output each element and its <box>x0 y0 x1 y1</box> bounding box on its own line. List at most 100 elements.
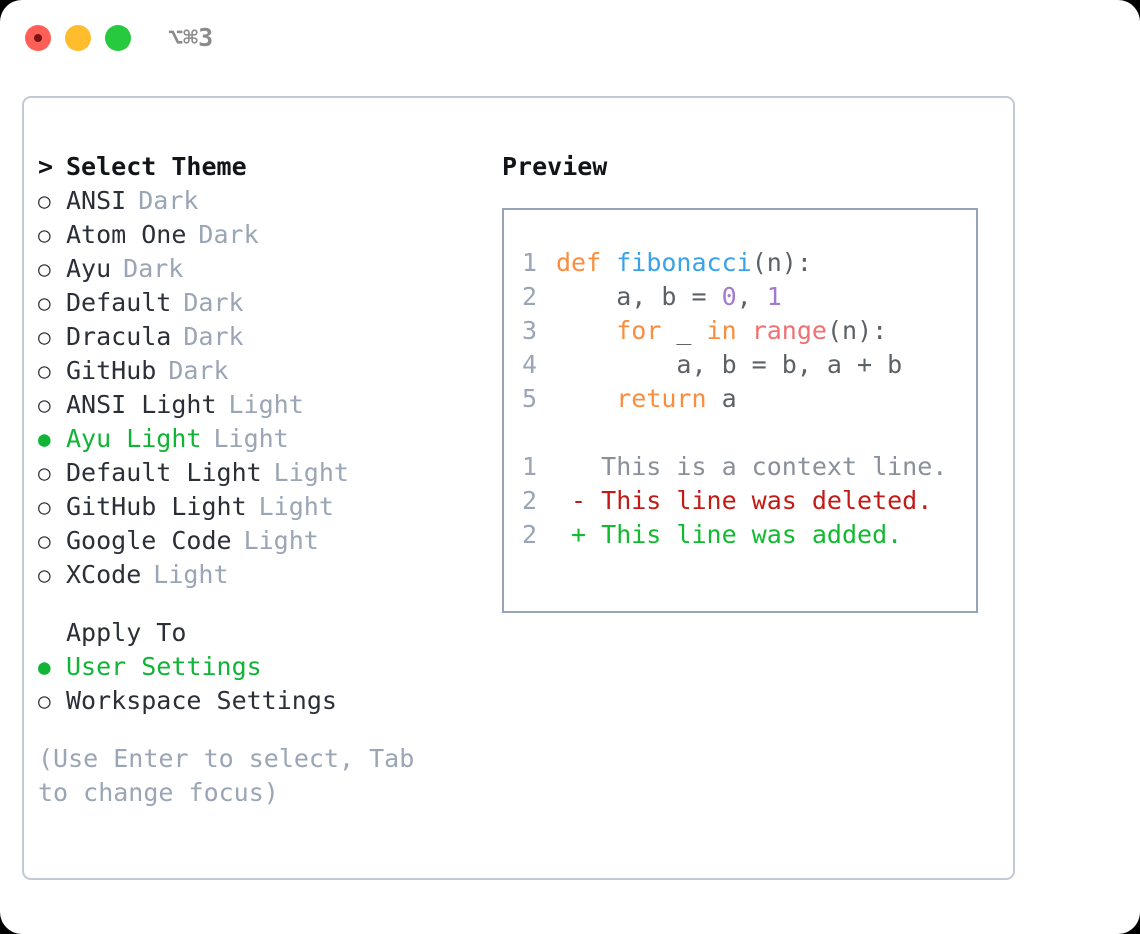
line-number: 2 <box>522 486 538 515</box>
code-token: fibonacci <box>616 248 752 277</box>
radio-unselected-icon: ○ <box>38 223 51 247</box>
select-theme-heading-label: Select Theme <box>66 152 247 181</box>
diff-line-content: - This line was deleted. <box>556 486 933 515</box>
theme-name-label: ANSI Light <box>66 390 217 419</box>
code-token <box>737 316 752 345</box>
diff-line: 1 This is a context line. <box>522 450 976 484</box>
theme-name-label: GitHub <box>66 356 157 385</box>
close-button-icon[interactable] <box>25 25 51 51</box>
apply-to-heading: Apply To <box>38 616 478 650</box>
line-number: 5 <box>522 384 538 413</box>
apply-to-option-label: User Settings <box>66 652 262 681</box>
code-line: 4 a, b = b, a + b <box>522 348 976 382</box>
code-line: 5 return a <box>522 382 976 416</box>
diff-line: 2 - This line was deleted. <box>522 484 976 518</box>
theme-variant-badge: Dark <box>123 254 184 283</box>
radio-unselected-icon: ○ <box>38 325 51 349</box>
radio-unselected-icon: ○ <box>38 291 51 315</box>
theme-list-item[interactable]: ○ ANSI Light Light <box>38 388 478 422</box>
theme-name-label: Default <box>66 288 172 317</box>
radio-unselected-icon: ○ <box>38 563 51 587</box>
code-token: def <box>556 248 617 277</box>
window-controls <box>25 25 131 51</box>
code-token: for <box>616 316 662 345</box>
diff-line-content: This is a context line. <box>556 452 948 481</box>
focus-caret-icon: > <box>38 152 54 181</box>
theme-name-label: Google Code <box>66 526 232 555</box>
theme-variant-badge: Light <box>243 526 319 555</box>
code-token: a <box>706 384 737 413</box>
radio-unselected-icon: ○ <box>38 257 51 281</box>
theme-list-item[interactable]: ○ Default Dark <box>38 286 478 320</box>
theme-name-label: Ayu <box>66 254 112 283</box>
select-theme-heading: > Select Theme <box>38 150 478 184</box>
hint-spacer <box>38 718 478 742</box>
apply-to-list-item[interactable]: ○ Workspace Settings <box>38 684 478 718</box>
code-token: (n): <box>826 316 888 345</box>
code-token: 0 <box>721 282 737 311</box>
theme-name-label: Ayu Light <box>66 424 202 453</box>
zoom-button-icon[interactable] <box>105 25 131 51</box>
theme-variant-badge: Dark <box>183 322 244 351</box>
apply-to-list: ●User Settings ○ Workspace Settings <box>38 650 478 718</box>
code-token: , <box>736 282 767 311</box>
apply-to-heading-label: Apply To <box>66 618 187 647</box>
theme-variant-badge: Light <box>258 492 334 521</box>
code-line-content: return a <box>556 382 737 416</box>
diff-line-content: + This line was added. <box>556 520 903 549</box>
code-diff-separator <box>522 416 976 450</box>
radio-unselected-icon: ○ <box>38 359 51 383</box>
theme-name-label: Atom One <box>66 220 187 249</box>
radio-unselected-icon: ○ <box>38 393 51 417</box>
radio-unselected-icon: ○ <box>38 461 51 485</box>
code-token <box>556 316 616 345</box>
theme-list-item[interactable]: ○ Default Light Light <box>38 456 478 490</box>
radio-unselected-icon: ○ <box>38 529 51 553</box>
code-line-content: a, b = b, a + b <box>556 348 902 382</box>
diff-line: 2 + This line was added. <box>522 518 976 552</box>
keyboard-hint-text: (Use Enter to select, Tab to change focu… <box>38 744 430 807</box>
theme-list-item[interactable]: ○ Ayu Dark <box>38 252 478 286</box>
section-spacer <box>38 592 478 616</box>
theme-list-item[interactable]: ○ Dracula Dark <box>38 320 478 354</box>
radio-selected-icon: ● <box>38 427 51 451</box>
code-token: (n): <box>751 248 812 277</box>
radio-unselected-icon: ○ <box>38 689 51 713</box>
apply-to-option-label: Workspace Settings <box>66 686 337 715</box>
code-token: _ <box>661 316 707 345</box>
theme-variant-badge: Light <box>273 458 349 487</box>
theme-list-item[interactable]: ○ Atom One Dark <box>38 218 478 252</box>
minimize-button-icon[interactable] <box>65 25 91 51</box>
theme-list-item[interactable]: ○ Google Code Light <box>38 524 478 558</box>
theme-name-label: Default Light <box>66 458 262 487</box>
code-token: a, b = <box>556 282 722 311</box>
code-line-content: a, b = 0, 1 <box>556 280 782 314</box>
line-number: 3 <box>522 316 538 345</box>
radio-unselected-icon: ○ <box>38 495 51 519</box>
line-number: 1 <box>522 452 538 481</box>
radio-unselected-icon: ○ <box>38 189 51 213</box>
diff-sample: 1 This is a context line.2 - This line w… <box>522 450 976 552</box>
theme-variant-badge: Light <box>228 390 304 419</box>
theme-name-label: Dracula <box>66 322 172 351</box>
theme-variant-badge: Dark <box>198 220 259 249</box>
code-token: 1 <box>766 282 782 311</box>
code-token: a, b = b, a + b <box>556 350 903 379</box>
theme-variant-badge: Dark <box>183 288 244 317</box>
code-line-content: def fibonacci(n): <box>556 246 812 280</box>
theme-variant-badge: Dark <box>138 186 199 215</box>
title-bar: ⌥⌘3 <box>0 0 1140 78</box>
apply-to-list-item[interactable]: ●User Settings <box>38 650 478 684</box>
